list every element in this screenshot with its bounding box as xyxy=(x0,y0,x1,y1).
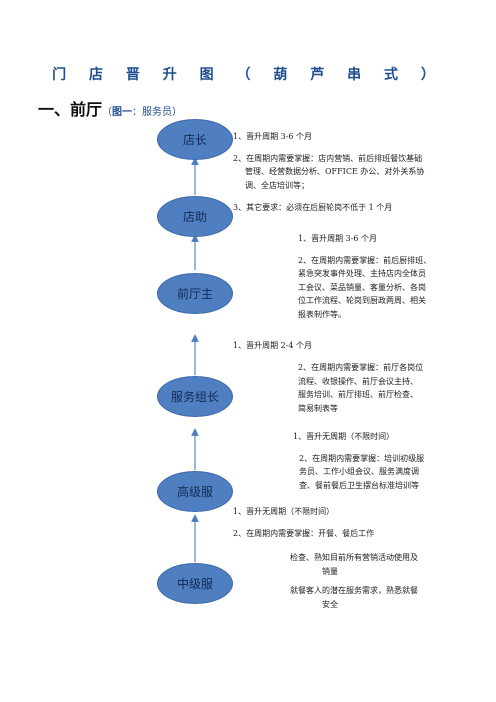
text-line: 2、在周期内需要掌握：培训初级服 xyxy=(299,453,425,463)
text-line: 查、餐前餐后卫生摆台标准培训等 xyxy=(299,480,419,490)
node-store-manager: 店长 xyxy=(157,119,233,160)
block-senior-server: 1、晋升无周期（不限时间） 2、在周期内需要掌握：开餐、餐后工作 xyxy=(233,505,374,540)
sub-open: （ xyxy=(102,107,113,118)
section-heading-sub: （图一：服务员） xyxy=(102,107,182,118)
text-line: 位工作流程、轮岗到厨政两周、相关 xyxy=(298,296,426,305)
text-line: 2、在周期内需要掌握：开餐、餐后工作 xyxy=(233,528,375,538)
sub-rest: ：服务员） xyxy=(132,107,183,118)
node-assistant-manager: 店助 xyxy=(157,196,233,237)
text-line: 1、晋升无周期（不限时间） xyxy=(233,507,335,516)
text-line: 1、晋升周期 2-4 个月 xyxy=(233,341,313,350)
sub-bold: 图一 xyxy=(112,107,133,118)
block-store-manager: 1、晋升周期 3-6 个月 2、在周期内需要掌握：店内营销、前后排班餐饮基础 管… xyxy=(233,130,424,215)
text-line: 紧急突发事件处理、主持店内全体员 xyxy=(298,269,426,278)
text-line: 务员、工作小组会议、服务满度调 xyxy=(299,467,419,476)
text-line: 2、在周期内需要掌握：前厅各岗位 xyxy=(298,363,424,372)
node-floor-supervisor: 前厅主 xyxy=(157,273,233,314)
text-line: 1、晋升周期 3-6 个月 xyxy=(233,132,313,141)
text-line: 服务培训、前厅排班、前厅检查、 xyxy=(298,390,418,399)
node-senior-server: 高级服 xyxy=(157,471,233,512)
text-line: 销量 xyxy=(322,566,338,576)
block-supervisor-label: 1、晋升周期 2-4 个月 xyxy=(233,339,312,353)
block-supervisor: 2、在周期内需要掌握：前厅各岗位 流程、收银操作、前厅会议主持、 服务培训、前厅… xyxy=(298,361,423,415)
text-line: 2、在周期内需要掌握：前后厨排班、 xyxy=(298,255,432,265)
text-line: 工会议、菜品销量、客量分析、各岗 xyxy=(298,282,426,292)
text-line: 1、晋升周期 3-6 个月 xyxy=(298,234,378,243)
node-team-leader: 服务组长 xyxy=(157,376,233,417)
text-line: 检查、熟知目前所有营销活动使用及 xyxy=(290,553,418,562)
section-heading: 一、前厅（图一：服务员） xyxy=(38,96,182,120)
text-line: 报表制作等。 xyxy=(298,309,346,319)
text-line: 就餐客人的潜在服务需求，熟悉就餐 xyxy=(290,586,418,595)
block-team-leader: 1、晋升无周期（不限时间） 2、在周期内需要掌握：培训初级服 务员、工作小组会议… xyxy=(293,430,424,492)
block-middle-server: 检查、熟知目前所有营销活动使用及 销量 就餐客人的潜在服务需求，熟悉就餐 安全 xyxy=(290,551,418,611)
text-line: 2、在周期内需要掌握：店内营销、前后排班餐饮基础 xyxy=(233,153,423,163)
block-assistant-manager: 1、晋升周期 3-6 个月 2、在周期内需要掌握：前后厨排班、 紧急突发事件处理… xyxy=(298,232,431,321)
text-line: 3、其它要求：必须在后厨轮岗不低于 1 个月 xyxy=(233,203,393,212)
text-line: 流程、收银操作、前厅会议主持、 xyxy=(298,376,418,386)
section-heading-main: 一、前厅 xyxy=(38,100,103,119)
text-line: 管理、经营数据分析、OFFICE 办公、对外关系协 xyxy=(245,167,425,176)
text-line: 安全 xyxy=(322,599,338,609)
page-title: 门 店 晋 升 图 （ 葫 芦 串 式 ） xyxy=(52,67,444,83)
text-line: 简易制表等 xyxy=(298,403,338,413)
text-line: 1、晋升无周期（不限时间） xyxy=(293,432,395,441)
text-line: 调、全店培训等； xyxy=(245,180,309,190)
node-middle-server: 中级服 xyxy=(157,563,233,604)
